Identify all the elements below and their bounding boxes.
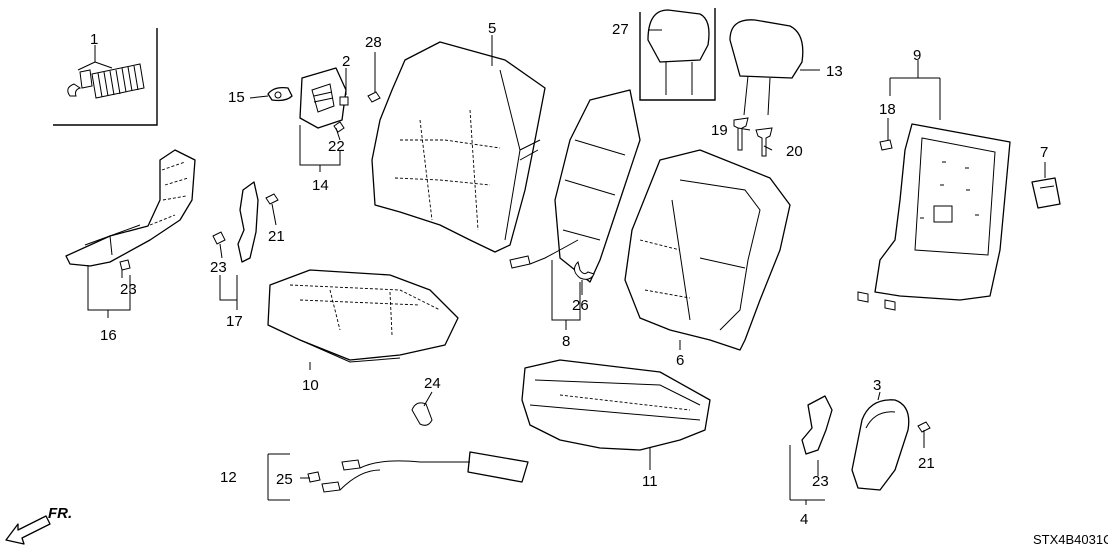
part-27-headrest (639, 8, 716, 101)
callout-16: 16 (100, 327, 117, 344)
part-7-switch (1031, 177, 1061, 209)
part-26-clip (574, 261, 595, 280)
callout-28: 28 (365, 34, 382, 51)
callout-17: 17 (226, 313, 243, 330)
part-19-headrest-guide (733, 117, 749, 151)
callout-21-right: 21 (918, 455, 935, 472)
callout-26: 26 (572, 297, 589, 314)
part-2-small-clip (339, 96, 349, 106)
callout-24: 24 (424, 375, 441, 392)
callout-8: 8 (562, 333, 570, 350)
part-16-seat-side-cover (65, 149, 196, 271)
callout-6: 6 (676, 352, 684, 369)
diagram-code: STX4B4031C (1033, 532, 1108, 547)
callout-23-left: 23 (210, 259, 227, 276)
part-8-seatback-pad (509, 89, 641, 283)
part-9-seatback-panel (857, 60, 1011, 311)
part-1-clip-set (53, 28, 158, 126)
callout-25: 25 (276, 471, 293, 488)
callout-14: 14 (312, 177, 329, 194)
part-3-cover (851, 399, 910, 491)
callout-1: 1 (90, 31, 98, 48)
callout-5: 5 (488, 20, 496, 37)
callout-18: 18 (879, 101, 896, 118)
front-arrow-icon (5, 515, 51, 545)
callout-4: 4 (800, 511, 808, 528)
part-6-seatback-pad (624, 149, 791, 351)
part-15-handle-cap (267, 86, 293, 102)
callout-20: 20 (786, 143, 803, 160)
callout-23-right: 23 (812, 473, 829, 490)
callout-27: 27 (612, 21, 629, 38)
callout-15: 15 (228, 89, 245, 106)
part-18-clip (879, 118, 893, 151)
callout-13: 13 (826, 63, 843, 80)
callout-11: 11 (642, 473, 658, 490)
callout-9: 9 (913, 47, 921, 64)
front-label: FR. (48, 505, 72, 522)
part-25-clip (307, 471, 321, 483)
part-17-bracket (212, 181, 259, 263)
part-14-recline-handle (299, 67, 347, 129)
part-21-screw-right (917, 421, 931, 433)
part-20-headrest-guide-lock (755, 127, 773, 157)
part-22-screw (333, 121, 345, 133)
callout-23-far-left: 23 (120, 281, 137, 298)
callout-7: 7 (1040, 144, 1048, 161)
leader-lines (87, 29, 1046, 479)
part-12-wire-harness (267, 451, 529, 501)
part-21-screw-left (265, 193, 279, 205)
callout-3: 3 (873, 377, 881, 394)
part-24-clip (411, 402, 433, 426)
part-28-screw (367, 52, 381, 103)
callout-19: 19 (711, 122, 728, 139)
part-4-bracket (789, 395, 833, 505)
callout-21-left: 21 (268, 228, 285, 245)
callout-2: 2 (342, 53, 350, 70)
callout-10: 10 (302, 377, 319, 394)
callout-12: 12 (220, 469, 237, 486)
part-10-seat-cover (267, 269, 459, 363)
part-11-seat-pad (521, 359, 711, 451)
callout-22: 22 (328, 138, 345, 155)
part-13-headrest (729, 19, 820, 116)
part-5-seatback-cover (371, 41, 546, 253)
